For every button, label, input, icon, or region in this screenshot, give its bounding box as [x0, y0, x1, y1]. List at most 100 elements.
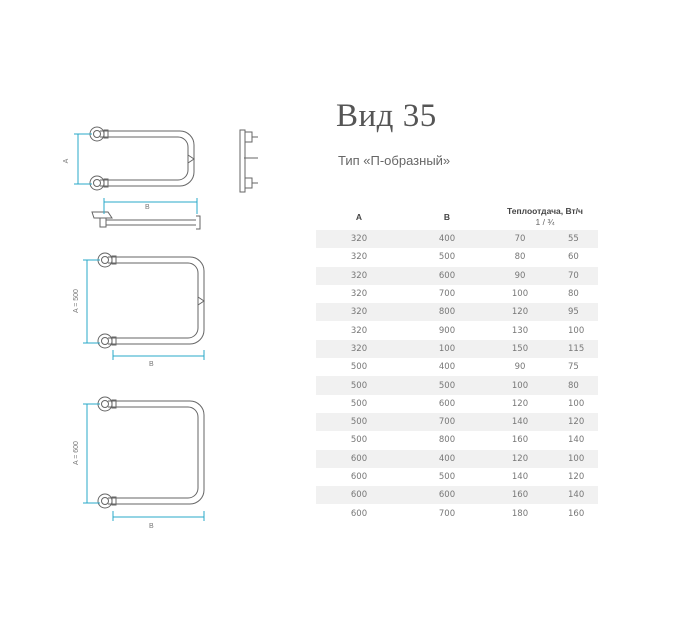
table-cell: 120: [511, 398, 529, 409]
table-cell: 80: [568, 380, 579, 391]
top-side-view: [239, 129, 258, 193]
table-cell: 150: [511, 343, 529, 354]
table-row: 320 900 130 100: [316, 321, 598, 339]
middle-dimension-b: [112, 350, 205, 360]
specs-table: A B Теплоотдача, Вт/ч 1 / ¾ 320 400 70 55 32…: [316, 206, 598, 523]
table-cell: 70: [568, 270, 579, 281]
specs-header-row: A B Теплоотдача, Вт/ч 1 / ¾: [316, 206, 598, 230]
table-cell: 320: [350, 325, 368, 336]
table-cell: 100: [511, 380, 529, 391]
table-cell: 95: [568, 307, 579, 318]
table-row: 600 700 180 160: [316, 504, 598, 522]
table-row: 320 100 150 115: [316, 339, 598, 359]
table-cell: 90: [514, 270, 526, 281]
page-subtitle: Тип «П-образный»: [338, 153, 451, 168]
table-cell: 400: [438, 234, 456, 245]
table-cell: 55: [568, 234, 579, 245]
page-title: Вид 35: [336, 98, 437, 134]
table-cell: 100: [568, 325, 585, 336]
table-cell: 320: [350, 289, 368, 300]
table-cell: 500: [350, 362, 368, 373]
table-cell: 80: [514, 252, 526, 263]
table-cell: 90: [514, 362, 526, 373]
table-cell: 320: [350, 252, 368, 263]
table-cell: 600: [438, 270, 456, 281]
header-heat-label: Теплоотдача, Вт/ч: [507, 206, 583, 216]
header-b: B: [443, 212, 451, 222]
table-cell: 500: [350, 417, 368, 428]
table-cell: 320: [350, 343, 368, 354]
top-front-view: [89, 126, 195, 191]
table-cell: 120: [568, 417, 585, 428]
table-cell: 140: [568, 490, 585, 501]
table-row: 600 500 140 120: [316, 468, 598, 486]
table-cell: 120: [511, 307, 529, 318]
table-cell: 700: [438, 417, 456, 428]
table-cell: 120: [568, 472, 585, 482]
table-cell: 180: [511, 508, 529, 519]
table-cell: 500: [350, 380, 368, 391]
header-heat-output: Теплоотдача, Вт/ч 1 / ¾: [492, 206, 598, 230]
table-cell: 500: [438, 380, 456, 391]
top-dimension-a: [74, 133, 92, 185]
table-cell: 140: [511, 417, 529, 428]
table-cell: 700: [438, 508, 456, 519]
table-cell: 100: [568, 453, 585, 464]
table-cell: 400: [438, 453, 456, 464]
table-row: 500 400 90 75: [316, 358, 598, 376]
table-row: 500 700 140 120: [316, 412, 598, 432]
top-a-label: A: [63, 158, 70, 163]
table-cell: 600: [350, 490, 368, 501]
towel-rail-diagrams: A B A = 500: [63, 126, 258, 530]
table-cell: 320: [350, 307, 368, 318]
header-a: A: [355, 212, 363, 222]
table-row: 500 500 100 80: [316, 376, 598, 395]
table-cell: 500: [438, 252, 456, 263]
table-cell: 160: [511, 435, 529, 446]
header-heat-sub: 1 / ¾: [535, 217, 555, 227]
table-cell: 500: [350, 398, 368, 409]
table-cell: 500: [438, 472, 456, 482]
table-cell: 500: [350, 435, 368, 446]
table-cell: 600: [438, 398, 456, 409]
table-cell: 80: [568, 289, 579, 300]
table-row: 600 600 160 140: [316, 486, 598, 505]
table-cell: 100: [568, 398, 585, 409]
table-row: 500 600 120 100: [316, 395, 598, 413]
table-cell: 600: [350, 472, 368, 482]
table-cell: 400: [438, 362, 456, 373]
table-cell: 60: [568, 252, 579, 263]
table-cell: 700: [438, 289, 456, 300]
table-row: 320 500 80 60: [316, 248, 598, 266]
table-cell: 320: [350, 270, 368, 281]
table-cell: 75: [568, 362, 579, 373]
table-cell: 130: [511, 325, 529, 336]
top-dimension-b: [103, 198, 198, 214]
table-cell: 140: [568, 435, 585, 446]
table-cell: 160: [511, 490, 529, 501]
table-cell: 900: [438, 325, 456, 336]
table-cell: 600: [438, 490, 456, 501]
bottom-a-label: A = 600: [73, 441, 80, 465]
top-b-label: B: [145, 204, 150, 211]
table-cell: 115: [568, 343, 585, 354]
table-cell: 600: [350, 453, 368, 464]
table-row: 320 600 90 70: [316, 266, 598, 285]
table-cell: 600: [350, 508, 368, 519]
table-cell: 160: [568, 508, 585, 519]
table-cell: 100: [438, 343, 456, 354]
bottom-dimension-a: [83, 403, 100, 504]
middle-b-label: B: [149, 361, 154, 368]
table-cell: 140: [511, 472, 529, 482]
bottom-dimension-b: [112, 511, 205, 521]
bottom-b-label: B: [149, 523, 154, 530]
top-plan-view: [91, 211, 201, 230]
table-cell: 320: [350, 234, 368, 245]
middle-front-view: [97, 252, 205, 349]
